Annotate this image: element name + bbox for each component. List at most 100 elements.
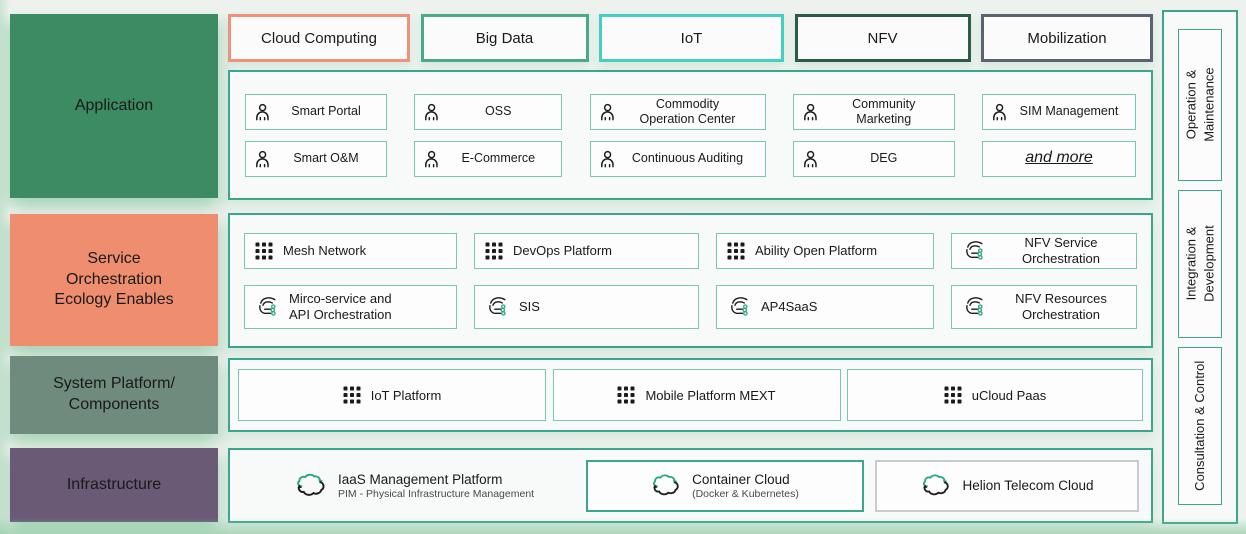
right-panel-item-integration-development: Integration & Development — [1178, 190, 1222, 338]
category-tabs-row: Cloud Computing Big Data IoT NFV Mobiliz… — [228, 14, 1153, 62]
cloud-sync-icon — [650, 473, 682, 499]
system-platform-container: IoT Platform Mobile Platform MEXT uCloud… — [228, 358, 1153, 432]
app-grid-icon — [255, 242, 273, 260]
right-panel-label: Consultation & Control — [1192, 360, 1208, 492]
sys-item-label: Mobile Platform MEXT — [645, 387, 776, 403]
svc-item-label: Mesh Network — [283, 242, 367, 258]
tab-label: Mobilization — [1027, 29, 1107, 47]
orchestration-swirl-icon — [962, 239, 986, 263]
right-panel-label: Integration & Development — [1183, 225, 1216, 303]
infra-item-subtitle: PIM - Physical Infrastructure Management — [338, 487, 535, 500]
app-item-label: and more — [1025, 149, 1093, 167]
app-grid-icon — [485, 242, 503, 260]
service-row: Mesh Network DevOps Platform Ability Ope… — [244, 232, 1137, 269]
tab-label: IoT — [680, 29, 703, 47]
right-panel-label: Operation & Maintenance — [1183, 67, 1216, 143]
layer-label-text: Infrastructure — [66, 475, 162, 493]
app-grid-icon — [617, 386, 635, 404]
tab-big-data: Big Data — [420, 14, 589, 62]
tab-mobilization: Mobilization — [981, 14, 1153, 62]
sys-item-mobile-platform-mext: Mobile Platform MEXT — [552, 369, 841, 421]
tab-label: Big Data — [475, 29, 534, 47]
infra-item-text: Helion Telecom Cloud — [962, 478, 1093, 493]
app-item-oss: OSS — [414, 93, 563, 130]
app-item-continuous-auditing: Continuous Auditing — [589, 140, 766, 177]
infra-item-text: IaaS Management Platform PIM - Physical … — [338, 472, 534, 500]
layer-label-text: System Platform/ Components — [53, 375, 175, 413]
application-row: Smart O&M E-Commerce Continuous Auditing… — [245, 140, 1136, 177]
tab-nfv: NFV — [794, 14, 971, 62]
layer-label-application: Application — [10, 14, 218, 198]
person-icon — [421, 102, 441, 122]
application-container: Smart Portal OSS Commodity Operation Cen… — [228, 70, 1153, 200]
app-grid-icon — [727, 242, 745, 260]
app-item-community-marketing: Community Marketing — [792, 93, 955, 130]
app-item-deg: DEG — [792, 140, 955, 177]
app-item-smart-portal: Smart Portal — [245, 93, 387, 130]
tab-label: NFV — [867, 29, 898, 47]
tab-cloud-computing: Cloud Computing — [228, 14, 410, 62]
infra-item-text: Container Cloud (Docker & Kubernetes) — [692, 472, 799, 500]
svc-item-label: NFV Resources Orchestration — [1015, 290, 1107, 322]
svc-item-label: DevOps Platform — [513, 242, 612, 258]
svc-item-label: NFV Service Orchestration — [1021, 234, 1101, 266]
svc-item-microservice-api-orchestration: Mirco-service and API Orchestration — [244, 284, 457, 329]
app-grid-icon — [944, 386, 962, 404]
person-icon — [252, 102, 272, 122]
infra-item-subtitle: (Docker & Kubernetes) — [692, 487, 799, 500]
app-item-commodity-operation-center: Commodity Operation Center — [589, 93, 766, 130]
orchestration-swirl-icon — [727, 295, 751, 319]
tab-iot: IoT — [599, 14, 784, 62]
infra-item-helion-telecom-cloud: Helion Telecom Cloud — [875, 459, 1139, 512]
person-icon — [252, 149, 272, 169]
sys-item-label: uCloud Paas — [971, 387, 1047, 403]
infra-item-container-cloud: Container Cloud (Docker & Kubernetes) — [585, 459, 864, 512]
app-item-label: Commodity Operation Center — [639, 97, 736, 126]
layer-label-text: Application — [74, 96, 154, 114]
orchestration-swirl-icon — [962, 295, 986, 319]
layer-label-service-orchestration: Service Orchestration Ecology Enables — [10, 214, 218, 346]
sys-item-ucloud-paas: uCloud Paas — [847, 369, 1143, 421]
svc-item-devops-platform: DevOps Platform — [474, 232, 699, 269]
svc-item-mesh-network: Mesh Network — [244, 232, 457, 269]
person-icon — [989, 102, 1009, 122]
infra-item-name: Helion Telecom Cloud — [962, 478, 1094, 493]
app-item-label: OSS — [485, 104, 512, 119]
person-icon — [597, 149, 617, 169]
cloud-sync-icon — [920, 473, 952, 499]
infra-item-iaas-management-platform: IaaS Management Platform PIM - Physical … — [284, 472, 574, 500]
app-item-and-more: and more — [982, 140, 1136, 177]
app-item-label: Smart O&M — [293, 151, 359, 166]
tab-label: Cloud Computing — [261, 29, 377, 47]
app-item-label: Continuous Auditing — [631, 151, 744, 166]
person-icon — [597, 102, 617, 122]
person-icon — [800, 102, 820, 122]
right-panel: Operation & Maintenance Integration & De… — [1162, 10, 1238, 524]
app-item-smart-oandm: Smart O&M — [245, 140, 387, 177]
right-panel-item-operation-maintenance: Operation & Maintenance — [1178, 29, 1222, 181]
svc-item-ap4saas: AP4SaaS — [716, 284, 934, 329]
layer-label-text: Service Orchestration Ecology Enables — [54, 249, 174, 309]
orchestration-swirl-icon — [255, 295, 279, 319]
orchestration-swirl-icon — [485, 295, 509, 319]
cloud-sync-icon — [294, 472, 328, 500]
infra-item-name: Container Cloud — [692, 471, 790, 487]
service-row: Mirco-service and API Orchestration SIS … — [244, 284, 1137, 329]
service-orchestration-container: Mesh Network DevOps Platform Ability Ope… — [228, 213, 1153, 348]
layer-label-system-platform: System Platform/ Components — [10, 356, 218, 434]
app-item-label: E-Commerce — [461, 151, 536, 166]
svc-item-label: Ability Open Platform — [755, 242, 878, 258]
svc-item-label: AP4SaaS — [761, 298, 818, 314]
svc-item-ability-open-platform: Ability Open Platform — [716, 232, 934, 269]
sys-item-label: IoT Platform — [370, 387, 442, 403]
layer-label-infrastructure: Infrastructure — [10, 448, 218, 522]
person-icon — [421, 149, 441, 169]
app-item-label: Community Marketing — [852, 97, 916, 126]
svc-item-nfv-service-orchestration: NFV Service Orchestration — [951, 232, 1137, 269]
app-item-ecommerce: E-Commerce — [414, 140, 563, 177]
svc-item-label: Mirco-service and API Orchestration — [289, 290, 392, 322]
app-item-label: Smart Portal — [291, 104, 361, 119]
app-grid-icon — [343, 386, 361, 404]
app-item-label: SIM Management — [1019, 104, 1119, 119]
